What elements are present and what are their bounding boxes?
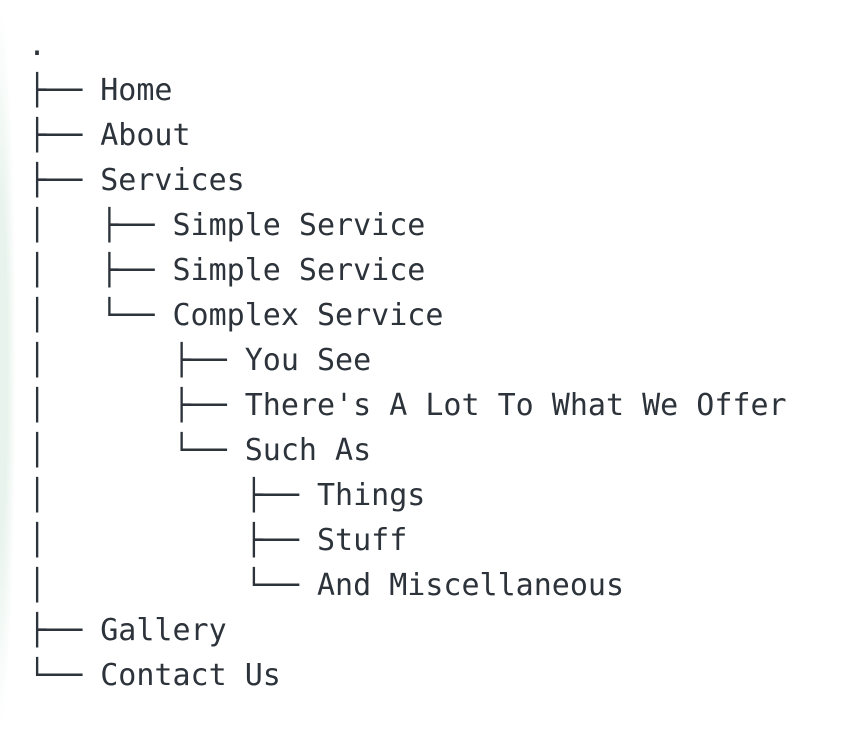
tree-branch-glyphs: │ ├── bbox=[28, 208, 173, 243]
tree-branch-glyphs: │ ├── bbox=[28, 253, 173, 288]
tree-branch-glyphs: ├── bbox=[28, 163, 101, 198]
tree-branch-glyphs: │ ├── bbox=[28, 388, 245, 423]
tree-node-label: There's A Lot To What We Offer bbox=[244, 388, 787, 423]
tree-line: │ ├── Stuff bbox=[28, 518, 850, 563]
tree-line: │ ├── You See bbox=[28, 338, 850, 383]
tree-node-label: Home bbox=[100, 73, 173, 108]
tree-line: ├── Services bbox=[28, 158, 850, 203]
tree-branch-glyphs: ├── bbox=[28, 118, 101, 153]
tree-node-label: Complex Service bbox=[172, 298, 444, 333]
tree-node-label: About bbox=[100, 118, 191, 153]
tree-line: ├── Gallery bbox=[28, 608, 850, 653]
tree-node-label: Simple Service bbox=[172, 208, 426, 243]
tree-node-label: . bbox=[28, 28, 47, 63]
tree-node-label: You See bbox=[244, 343, 372, 378]
tree-node-label: Simple Service bbox=[172, 253, 426, 288]
tree-line: ├── About bbox=[28, 113, 850, 158]
tree-line: │ ├── Things bbox=[28, 473, 850, 518]
tree-line: │ └── Such As bbox=[28, 428, 850, 473]
tree-line: │ ├── There's A Lot To What We Offer bbox=[28, 383, 850, 428]
tree-line: │ ├── Simple Service bbox=[28, 248, 850, 293]
tree-output: .├── Home├── About├── Services│ ├── Simp… bbox=[28, 23, 850, 698]
tree-line: │ └── Complex Service bbox=[28, 293, 850, 338]
tree-node-label: Things bbox=[316, 478, 426, 513]
tree-line: │ ├── Simple Service bbox=[28, 203, 850, 248]
tree-branch-glyphs: ├── bbox=[28, 73, 101, 108]
tree-branch-glyphs: │ ├── bbox=[28, 478, 317, 513]
tree-node-label: And Miscellaneous bbox=[316, 568, 625, 603]
tree-node-label: Such As bbox=[244, 433, 372, 468]
tree-line: ├── Home bbox=[28, 68, 850, 113]
tree-node-label: Gallery bbox=[100, 613, 227, 648]
tree-node-label: Services bbox=[100, 163, 245, 198]
tree-branch-glyphs: │ ├── bbox=[28, 523, 317, 558]
tree-branch-glyphs: ├── bbox=[28, 613, 101, 648]
tree-branch-glyphs: │ └── bbox=[28, 568, 317, 603]
tree-line: │ └── And Miscellaneous bbox=[28, 563, 850, 608]
tree-node-label: Contact Us bbox=[100, 658, 281, 693]
tree-branch-glyphs: │ ├── bbox=[28, 343, 245, 378]
tree-node-label: Stuff bbox=[316, 523, 408, 558]
tree-branch-glyphs: │ └── bbox=[28, 433, 245, 468]
tree-branch-glyphs: └── bbox=[28, 658, 101, 693]
tree-branch-glyphs: │ └── bbox=[28, 298, 173, 333]
tree-line: . bbox=[28, 23, 850, 68]
tree-line: └── Contact Us bbox=[28, 653, 850, 698]
